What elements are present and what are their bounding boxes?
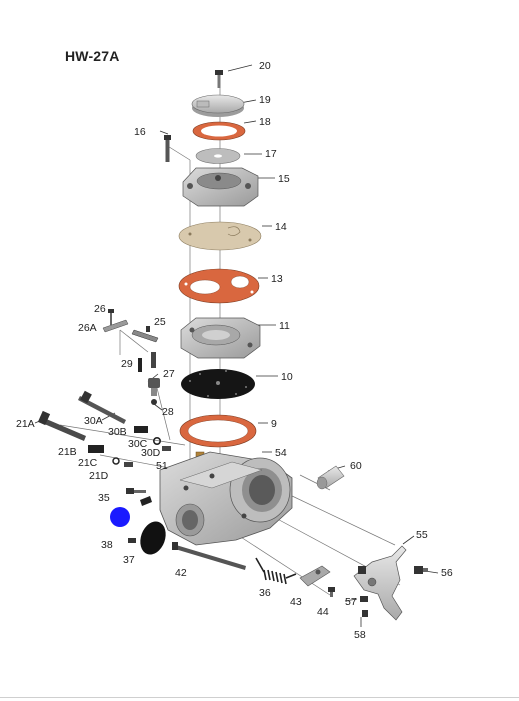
part-label: 51 [156,460,168,472]
part-27-needle [151,352,156,368]
part-label: 55 [416,529,428,541]
part-60-tube [316,465,345,490]
part-labels: 20 19 18 17 16 15 14 13 11 26 26A 25 29 … [16,60,453,641]
part-30D-washer [162,446,171,451]
part-36-spring [255,557,297,585]
part-26A-lever [102,319,129,333]
part-label: 21C [78,457,98,469]
part-label: 56 [441,567,453,579]
bottom-divider [0,697,519,698]
part-42-shaft [172,542,246,570]
part-14-diaphragm [178,221,262,251]
part-57-nut [360,596,368,602]
part-30B-spring [134,426,148,433]
part-20-screw [215,70,223,88]
part-28-valve [148,378,160,405]
part-label: 30B [108,426,127,438]
part-label: 57 [345,596,357,608]
part-55-throttle-lever [353,545,407,621]
part-9-gasket [179,414,257,448]
part-37-throttle-plate [140,521,166,555]
part-21C-ring [112,457,120,465]
part-label: 42 [175,567,187,579]
part-29-spring [138,358,142,372]
part-38-screw [128,538,136,543]
part-label: 30D [141,447,161,459]
part-label: 26 [94,303,106,315]
part-label: 37 [123,554,135,566]
part-label: 13 [271,273,283,285]
part-label: 36 [259,587,271,599]
part-58-screw [362,610,368,617]
part-label: 11 [279,320,290,332]
part-label: 38 [101,539,113,551]
part-label: 60 [350,460,362,472]
part-label: 58 [354,629,366,641]
part-21D-washer [124,462,133,467]
part-30C-ring [153,436,162,445]
part-label: 35 [98,492,110,504]
part-label: 44 [317,606,329,618]
part-label: 30C [128,438,148,450]
part-label: 19 [259,94,271,106]
part-label: 29 [121,358,133,370]
part-label: 14 [275,221,287,233]
part-label: 20 [259,60,271,72]
part-label: 21D [89,470,109,482]
part-56-screw [414,566,428,574]
part-label: 15 [278,173,290,185]
part-label: 21B [58,446,77,458]
part-13-gasket [178,268,260,304]
part-16-screw [164,135,171,162]
part-19-cover [191,94,245,117]
part-44-screw [328,587,335,597]
part-10-diaphragm [181,369,255,399]
part-11-metering-body [180,317,261,359]
part-label: 25 [154,316,166,328]
part-26-pin [108,309,114,325]
part-label: 10 [281,371,293,383]
part-label: 27 [163,368,175,380]
part-label: 54 [275,447,287,459]
diagram-title: HW-27A [65,48,120,64]
part-25-spring-lever [131,326,159,343]
part-label: 26A [78,322,97,334]
part-label: 43 [290,596,302,608]
highlight-marker [110,507,130,527]
part-30A-screw [78,390,126,424]
part-43-lever [299,565,331,587]
part-label: 17 [265,148,277,160]
part-label: 16 [134,126,146,138]
carburetor-body [159,451,293,546]
part-label: 30A [84,415,103,427]
part-15-pump-body [182,167,259,207]
part-label: 9 [271,418,277,430]
part-label: 21A [16,418,35,430]
part-35-screw [126,488,152,506]
part-21B-spring [88,445,104,453]
part-21A-screw [37,410,86,441]
part-label: 18 [259,116,271,128]
part-label: 28 [162,406,174,418]
